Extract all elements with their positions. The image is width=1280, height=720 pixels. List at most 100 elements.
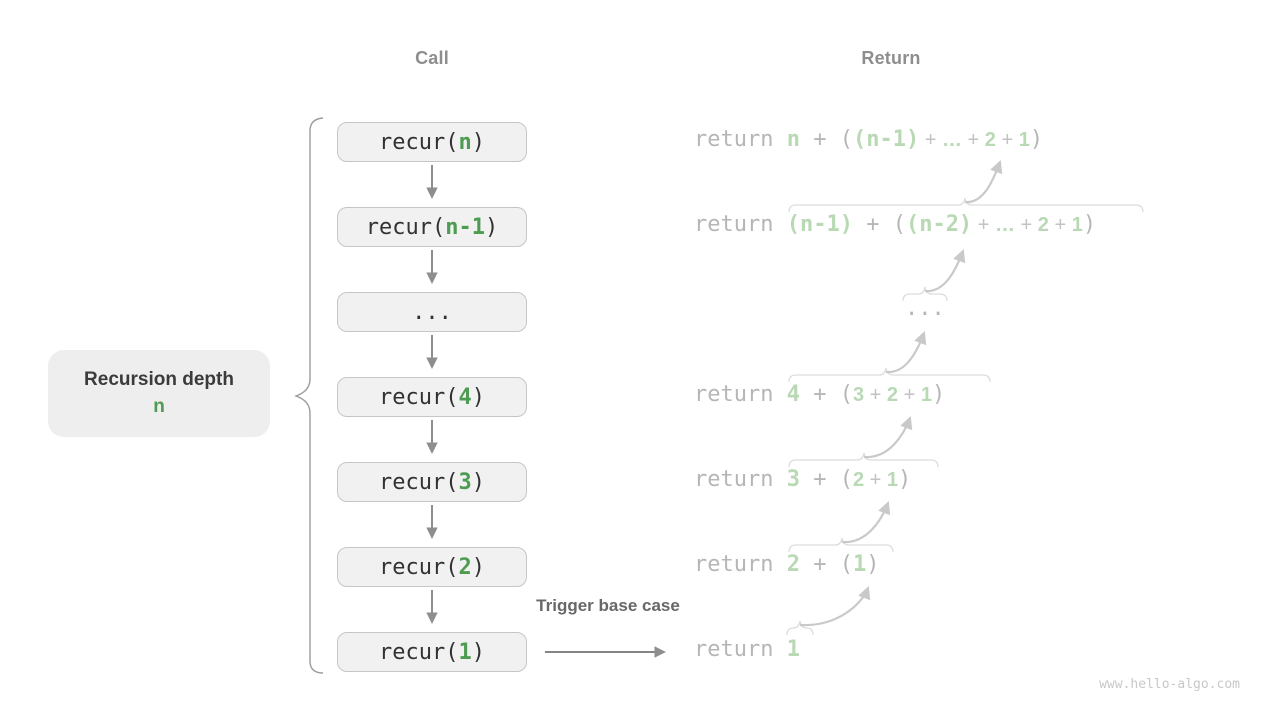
return-expression-return-ellipsis: ... [905, 296, 945, 326]
return-flow-arrow [841, 500, 891, 544]
code-token: + [864, 384, 887, 406]
call-box-recur-n-1: recur(n-1) [337, 207, 527, 247]
code-token: ) [1029, 127, 1044, 152]
code-token: ) [471, 129, 485, 155]
code-token: n [458, 129, 472, 155]
code-token: + [852, 212, 893, 237]
code-token: ) [471, 554, 485, 580]
code-token: + [962, 129, 985, 151]
code-token: ) [931, 382, 946, 407]
code-token: n-1 [445, 214, 485, 240]
code-token: ) [898, 467, 912, 492]
code-token: ) [866, 552, 880, 577]
code-token: ) [471, 384, 485, 410]
code-token: + [898, 384, 921, 406]
return-expression-return-4: return 4 + (3 + 2 + 1) [694, 382, 945, 412]
overbrace [786, 620, 814, 636]
return-expression-return-n: return n + ((n-1) + … + 2 + 1) [694, 127, 1043, 157]
return-flow-arrow [924, 248, 966, 293]
code-token: return [694, 127, 787, 152]
code-token: 1 [1071, 214, 1083, 236]
code-token: ( [839, 552, 853, 577]
overbrace [788, 452, 939, 468]
code-token: recur( [379, 469, 459, 495]
code-token: 2 [984, 129, 996, 151]
return-flow-arrow [799, 585, 871, 627]
code-token: return [694, 382, 787, 407]
code-token: recur( [379, 129, 459, 155]
code-token: … [942, 129, 962, 151]
code-token: ( [839, 467, 853, 492]
overbrace [788, 367, 991, 383]
return-expression-return-3: return 3 + (2 + 1) [694, 467, 911, 497]
return-expression-return-n-1: return (n-1) + ((n-2) + … + 2 + 1) [694, 212, 1096, 242]
call-box-recur-n: recur(n) [337, 122, 527, 162]
code-token: recur( [379, 639, 459, 665]
watermark: www.hello-algo.com [1099, 677, 1240, 692]
return-expression-return-1: return 1 [694, 637, 800, 667]
code-token: + [1014, 214, 1038, 236]
return-flow-arrow [885, 330, 927, 374]
return-flow-arrow [863, 415, 913, 459]
code-token: ( [839, 382, 853, 407]
recursion-depth-label: Recursion depth n [48, 350, 270, 437]
code-token: + [995, 129, 1019, 151]
code-token: … [994, 214, 1015, 236]
code-token: 1 [786, 637, 800, 662]
code-token: 1 [458, 639, 472, 665]
code-token: 1 [886, 469, 899, 491]
call-box-recur-4: recur(4) [337, 377, 527, 417]
code-token: ) [484, 214, 499, 240]
code-token: recur( [365, 214, 446, 240]
code-token: 3 [458, 469, 472, 495]
code-token: 1 [1018, 129, 1030, 151]
call-column-header: Call [415, 48, 449, 68]
code-token: + [1048, 214, 1072, 236]
code-token: return [694, 637, 787, 662]
code-token: n [786, 127, 800, 152]
overbrace [788, 537, 894, 553]
code-token: (n-1) [852, 127, 920, 152]
code-token: return [694, 467, 787, 492]
code-token: return [694, 552, 787, 577]
code-token: 4 [786, 382, 800, 407]
code-token: 3 [852, 384, 865, 406]
code-token: ... [905, 296, 945, 321]
code-token: + [972, 214, 995, 236]
code-token: 1 [852, 552, 867, 577]
code-token: (n-2) [905, 212, 973, 237]
code-token: ) [471, 639, 485, 665]
overbrace [788, 197, 1144, 213]
return-column-header: Return [861, 48, 921, 68]
code-token: 1 [920, 384, 932, 406]
code-token: 3 [786, 467, 800, 492]
call-box-ellipsis: ... [337, 292, 527, 332]
code-token: (n-1) [786, 212, 853, 237]
recursion-depth-value: n [153, 396, 165, 417]
code-token: 2 [852, 469, 865, 491]
code-token: 2 [886, 384, 899, 406]
trigger-base-case-label: Trigger base case [536, 596, 680, 615]
code-token: ) [1082, 212, 1097, 237]
code-token: + [799, 382, 840, 407]
code-token: + [799, 127, 840, 152]
call-box-recur-1: recur(1) [337, 632, 527, 672]
code-token: ... [412, 299, 452, 325]
code-token: + [799, 467, 840, 492]
code-token: 2 [458, 554, 472, 580]
return-expression-return-2: return 2 + (1) [694, 552, 879, 582]
code-token: ( [892, 212, 906, 237]
code-token: ) [471, 469, 485, 495]
recursion-depth-text: Recursion depth [84, 369, 234, 390]
code-token: ( [839, 127, 853, 152]
recursion-depth-brace [293, 117, 324, 674]
code-token: 4 [458, 384, 472, 410]
code-token: 2 [786, 552, 800, 577]
code-token: 2 [1037, 214, 1049, 236]
code-token: return [694, 212, 787, 237]
call-box-recur-3: recur(3) [337, 462, 527, 502]
code-token: recur( [379, 554, 459, 580]
code-token: + [864, 469, 887, 491]
code-token: + [799, 552, 840, 577]
